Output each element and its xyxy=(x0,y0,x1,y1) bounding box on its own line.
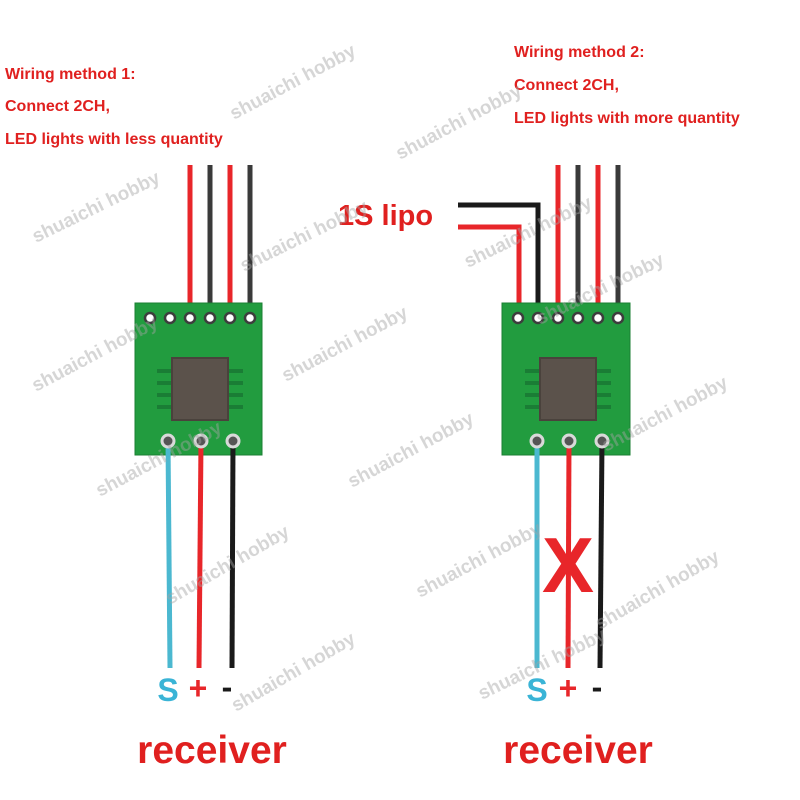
solder-pad xyxy=(551,311,565,325)
method1-line2: LED lights with less quantity xyxy=(5,131,223,148)
solder-pad xyxy=(529,433,545,449)
method1-title: Wiring method 1: xyxy=(5,66,136,83)
left-receiver-label: receiver xyxy=(137,729,287,772)
chip-pin xyxy=(229,369,243,373)
solder-pad xyxy=(163,311,177,325)
method2-title: Wiring method 2: xyxy=(514,44,645,61)
solder-pad xyxy=(243,311,257,325)
chip-pin xyxy=(229,381,243,385)
watermark: shuaichi hobby xyxy=(228,628,360,716)
watermark: shuaichi hobby xyxy=(162,521,294,609)
method2-header: Wiring method 2: Connect 2CH, LED lights… xyxy=(514,44,740,127)
solder-pad xyxy=(223,311,237,325)
solder-pad xyxy=(193,433,209,449)
chip-pin xyxy=(597,405,611,409)
chip-pin xyxy=(157,405,171,409)
solder-pad xyxy=(531,311,545,325)
watermark: shuaichi hobby xyxy=(392,80,525,164)
lipo-negative-wire xyxy=(458,202,541,318)
left-signal-wire xyxy=(165,440,173,669)
chip-pin xyxy=(157,369,171,373)
solder-pad xyxy=(591,311,605,325)
method1-line1: Connect 2CH, xyxy=(5,98,110,115)
left-plus-wire xyxy=(196,440,204,669)
chip-pin xyxy=(597,381,611,385)
solder-pad xyxy=(561,433,577,449)
method1-header: Wiring method 1: Connect 2CH, LED lights… xyxy=(5,66,223,148)
left-module: S + - receiver xyxy=(134,165,287,772)
chip-pin xyxy=(525,393,539,397)
chip-pin xyxy=(157,381,171,385)
left-minus-label: - xyxy=(222,669,233,705)
watermark: shuaichi hobby xyxy=(344,408,477,492)
watermark: shuaichi hobby xyxy=(592,546,724,634)
solder-pad xyxy=(611,311,625,325)
watermark: shuaichi hobby xyxy=(412,518,545,602)
chip-pin xyxy=(525,369,539,373)
watermark: shuaichi hobby xyxy=(237,196,372,276)
right-signal-label: S xyxy=(526,672,547,708)
solder-pad xyxy=(143,311,157,325)
chip-pin xyxy=(157,393,171,397)
left-signal-label: S xyxy=(157,672,178,708)
right-module: 1S lipo X S + xyxy=(338,165,653,772)
right-minus-label: - xyxy=(592,669,603,705)
left-plus-label: + xyxy=(189,670,208,706)
right-plus-wire xyxy=(565,440,572,669)
chip-icon xyxy=(171,357,229,421)
battery-label: 1S lipo xyxy=(338,200,433,232)
right-receiver-label: receiver xyxy=(503,729,653,772)
chip-pin xyxy=(597,393,611,397)
watermark: shuaichi hobby xyxy=(278,302,411,386)
chip-pin xyxy=(525,381,539,385)
solder-pad xyxy=(183,311,197,325)
chip-pin xyxy=(229,405,243,409)
watermark: shuaichi hobby xyxy=(29,167,164,247)
chip-icon xyxy=(539,357,597,421)
chip-pin xyxy=(525,405,539,409)
chip-pin xyxy=(229,393,243,397)
right-plus-label: + xyxy=(559,670,578,706)
solder-pad xyxy=(594,433,610,449)
cross-icon: X xyxy=(542,521,594,609)
solder-pad xyxy=(571,311,585,325)
method2-line1: Connect 2CH, xyxy=(514,77,619,94)
chip-pin xyxy=(597,369,611,373)
solder-pad xyxy=(160,433,176,449)
method2-line2: LED lights with more quantity xyxy=(514,110,740,127)
lipo-positive-wire xyxy=(458,224,522,318)
solder-pad xyxy=(511,311,525,325)
solder-pad xyxy=(225,433,241,449)
solder-pad xyxy=(203,311,217,325)
left-minus-wire xyxy=(229,440,236,669)
right-minus-wire xyxy=(597,440,605,669)
watermark: shuaichi hobby xyxy=(226,40,359,124)
